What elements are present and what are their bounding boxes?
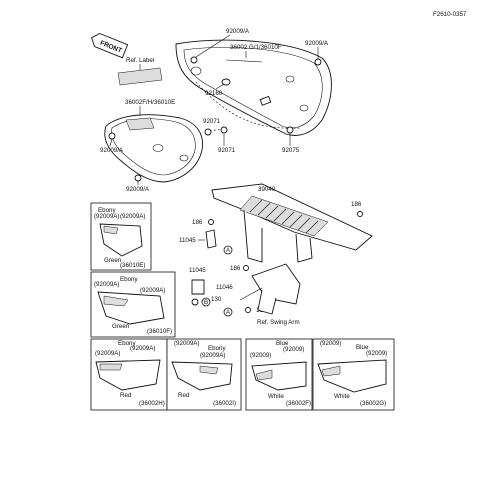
box1-pn-left: (92009A): [94, 213, 119, 220]
swing-arm-bracket: [239, 263, 301, 315]
box6-pn-left: (92009): [320, 340, 341, 347]
variant-box-36002i: (92009A) Ebony (92009A) Red (36002I): [166, 338, 242, 411]
diagram-id: F2610-0357: [433, 11, 467, 18]
box4-pn-left: (92009A): [174, 340, 199, 347]
callout-130: 130: [211, 296, 222, 303]
box2-pn-left: (92009A): [94, 281, 119, 288]
bolt-icon: [243, 265, 249, 271]
callout-92009a-top: 92009/A: [226, 28, 250, 35]
variant-box-36002h: Ebony (92009A) (92009A) Red (36002H): [90, 338, 168, 411]
callout-92009a-bottom: 92009/A: [126, 186, 150, 193]
box5-pn-right: (92009): [283, 346, 304, 353]
box2-color2: Green: [112, 323, 130, 330]
callout-186-left: 186: [192, 219, 203, 226]
variant-box-36002g: (92009) Blue (92009) White (36002G): [312, 338, 395, 411]
box5-code: (36002F): [286, 400, 311, 407]
box1-code: (36010E): [120, 262, 145, 269]
ref-label-decal: [117, 67, 163, 86]
marker-a1: [223, 245, 233, 255]
bolt-icon: [357, 211, 363, 217]
box3-code: (36002H): [139, 400, 165, 407]
callout-11045-a: 11045: [179, 237, 196, 244]
box2-pn-right: (92009A): [140, 287, 165, 294]
callout-92009a-right: 92009/A: [305, 40, 329, 47]
variant-box-36010e: Ebony (92009A) (92009A) Green (36010E): [90, 202, 152, 271]
box5-color2: White: [268, 393, 284, 400]
box6-color2: White: [334, 393, 350, 400]
box6-pn-right: (92009): [366, 350, 387, 357]
ref-label-text: Ref. Label: [126, 57, 154, 64]
callout-39040: 39040: [258, 186, 276, 193]
box3-pn-right: (92009A): [130, 345, 155, 352]
box1-color: Ebony: [98, 207, 116, 214]
box1-pn-right: (92009A): [120, 213, 145, 220]
box4-code: (36002I): [213, 400, 236, 407]
marker-a2: [223, 307, 233, 317]
callout-92071-b: 92071: [218, 147, 236, 154]
callout-92071-a: 92071: [203, 118, 221, 125]
callout-92160: 92160: [205, 90, 223, 97]
box5-color: Blue: [276, 340, 289, 347]
callout-36002fh: 36002F/H/36010E: [125, 99, 175, 106]
callout-186-right: 186: [351, 201, 362, 208]
marker-a1-text: A: [226, 247, 231, 254]
variant-box-36002f: Blue (92009) (92009) White (36002F): [245, 338, 313, 411]
callout-92075: 92075: [282, 147, 300, 154]
clamp-icon: [205, 229, 217, 249]
marker-a2-text: A: [226, 309, 231, 316]
callout-11046: 11046: [216, 284, 233, 291]
marker-b-text: B: [204, 299, 208, 306]
box4-pn-right: (92009A): [200, 352, 225, 359]
box3-pn-left: (92009A): [95, 350, 120, 357]
box2-code: (36010F): [147, 328, 172, 335]
ref-swing-arm-text: Ref. Swing Arm: [257, 319, 300, 326]
callout-11045-b: 11045: [189, 267, 206, 274]
nut-icon: [191, 298, 199, 306]
upper-side-cover: [175, 39, 332, 136]
grommet-icon: [221, 78, 272, 106]
bolt-icon: [208, 219, 214, 225]
callout-186-mid: 186: [230, 265, 241, 272]
variant-box-36010f: Ebony (92009A) (92009A) Green (36010F): [90, 271, 176, 338]
box2-color: Ebony: [120, 276, 138, 283]
box6-code: (36002G): [360, 400, 386, 407]
callout-36002: 36002 G/1/36010F: [230, 44, 282, 51]
bolt-icon: [245, 307, 251, 313]
box3-color2: Red: [120, 392, 132, 399]
chain-guide: [211, 183, 373, 263]
callout-92009a-left: 92009/A: [100, 147, 124, 154]
box3-color: Ebony: [118, 340, 136, 347]
front-arrow-icon: FRONT: [91, 33, 129, 59]
box6-color: Blue: [356, 344, 369, 351]
clamp-icon: [191, 279, 205, 295]
lower-side-cover: [104, 114, 204, 183]
marker-b: [201, 297, 211, 307]
box4-color: Ebony: [208, 345, 226, 352]
box5-pn-left: (92009): [250, 352, 271, 359]
box4-color2: Red: [178, 392, 190, 399]
box1-color2: Green: [104, 257, 122, 264]
